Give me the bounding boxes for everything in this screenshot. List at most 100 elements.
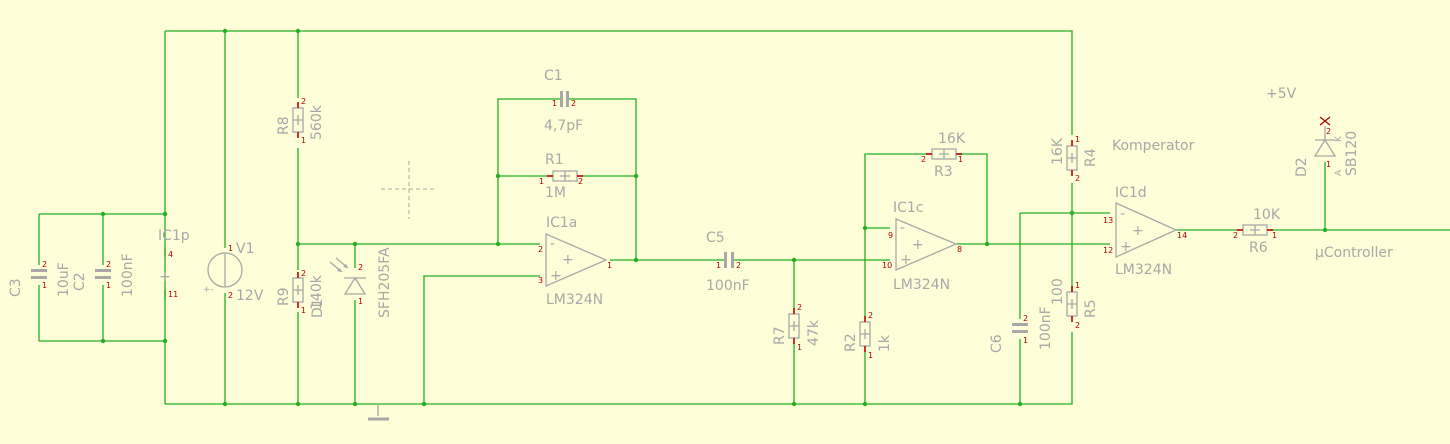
ic1d-name: IC1d <box>1115 185 1147 201</box>
wire-ic1a-plus <box>423 275 540 404</box>
ic1c-plus: + <box>900 252 912 268</box>
pin-number: 2 <box>42 260 47 269</box>
pin-number: 10 <box>882 261 892 270</box>
capacitor-c5[interactable]: 1 2 C5 100nF <box>706 230 750 294</box>
pin-number: 1 <box>1023 336 1028 345</box>
resistor-r5[interactable]: 1 2 100 R5 <box>1050 278 1099 330</box>
resistor-r8[interactable]: 2 1 R8 560k <box>276 97 325 145</box>
pin-number: 1 <box>106 281 111 290</box>
ic1a-plus: + <box>550 268 562 284</box>
pin-number: 1 <box>1075 281 1080 290</box>
c1-value: 4,7pF <box>544 118 583 134</box>
resistor-r2[interactable]: 2 1 R2 1k <box>843 311 893 360</box>
c2-name: C2 <box>72 272 88 291</box>
pin-number: 1 <box>1075 135 1080 144</box>
ic1a-center-plus: + <box>562 252 574 268</box>
v1-name: V1 <box>236 241 254 257</box>
resistor-r7[interactable]: 2 1 R7 47k <box>772 303 822 352</box>
r4-name: R4 <box>1083 148 1099 167</box>
c1-name: C1 <box>544 68 563 84</box>
wire-feedback-c1 <box>497 98 637 260</box>
r2-value: 1k <box>877 334 893 352</box>
r3-name: R3 <box>934 164 953 180</box>
pin-number: 2 <box>1233 231 1238 240</box>
pin-number: 1 <box>716 261 721 270</box>
pin-number: 13 <box>1103 216 1113 225</box>
diode-d2[interactable]: 2 1 D2 SB120 A K <box>1294 116 1360 177</box>
ic-ic1p[interactable]: IC1p + 4 11 <box>158 228 190 299</box>
c6-value: 100nF <box>1038 306 1054 350</box>
d2-part: SB120 <box>1344 131 1360 176</box>
pin-number: 2 <box>578 177 583 186</box>
ic1a-name: IC1a <box>546 215 577 231</box>
opamp-ic1c[interactable]: - + + 9 10 8 IC1c LM324N <box>882 200 962 293</box>
pin-number: 11 <box>168 290 178 299</box>
d2-name: D2 <box>1294 157 1310 177</box>
pin-number: 2 <box>1023 314 1028 323</box>
ic1c-name: IC1c <box>893 200 924 216</box>
pin-number: 1 <box>539 177 544 186</box>
resistor-r1[interactable]: 1 2 R1 1M <box>539 152 583 201</box>
pin-number: 14 <box>1177 231 1187 240</box>
d1-name: D1 <box>310 298 326 318</box>
pin-number: 3 <box>538 276 543 285</box>
voltage-source-v1[interactable]: V1 12V +- 1 2 <box>203 241 264 304</box>
pin-number: 1 <box>868 351 873 360</box>
d2-kathode-label: K <box>1334 135 1344 142</box>
pin-number: 1 <box>301 136 306 145</box>
pin-number: 1 <box>1272 231 1277 240</box>
r6-name: R6 <box>1249 240 1268 256</box>
c5-name: C5 <box>706 230 725 246</box>
resistor-r6[interactable]: 2 1 10K R6 <box>1233 207 1281 256</box>
capacitor-c3[interactable]: 2 1 C3 10uF <box>8 260 72 297</box>
pin-number: 2 <box>736 261 741 270</box>
r5-value: 100 <box>1050 278 1066 305</box>
pin-number: 2 <box>1075 174 1080 183</box>
pin-number: 2 <box>301 269 306 278</box>
pin-number: 1 <box>797 343 802 352</box>
d2-anode-label: A <box>1334 169 1344 176</box>
ic1d-minus: - <box>1120 206 1125 222</box>
v1-plus-minus: +- <box>203 285 214 295</box>
opamp-ic1a[interactable]: - + + 2 3 1 IC1a LM324N <box>538 215 612 308</box>
ic1c-part: LM324N <box>893 277 950 293</box>
ic1c-center-plus: + <box>912 237 924 253</box>
ic1d-plus: + <box>1120 239 1132 255</box>
pin-number: 9 <box>888 231 893 240</box>
origin-crosshair <box>381 161 437 219</box>
pin-number: 4 <box>168 250 173 259</box>
ic1p-plus: + <box>159 269 171 285</box>
pin-number: 1 <box>42 281 47 290</box>
ic1d-center-plus: + <box>1132 223 1144 239</box>
pin-number: 2 <box>228 291 233 300</box>
ground-symbol <box>368 404 389 421</box>
resistor-r3[interactable]: 2 1 16K R3 <box>921 131 966 180</box>
pin-number: 2 <box>571 99 576 108</box>
c2-value: 100nF <box>120 253 136 297</box>
c5-value: 100nF <box>706 278 750 294</box>
d1-part: SFH205FA <box>377 247 393 318</box>
capacitor-c1[interactable]: 1 2 C1 4,7pF <box>544 68 583 134</box>
r5-name: R5 <box>1083 299 1099 318</box>
resistor-r9[interactable]: 2 1 R9 140k <box>276 269 325 315</box>
ic1d-part: LM324N <box>1115 262 1172 278</box>
opamp-ic1d[interactable]: - + + 13 12 14 IC1d LM324N <box>1103 185 1187 278</box>
r7-name: R7 <box>772 326 788 345</box>
komperator-label: Komperator <box>1112 138 1195 154</box>
resistor-r4[interactable]: 1 2 16K R4 <box>1050 135 1099 183</box>
pin-number: 2 <box>921 155 926 164</box>
r8-name: R8 <box>276 116 292 135</box>
r9-value: 140k <box>309 274 325 310</box>
r1-value: 1M <box>545 185 566 201</box>
capacitor-c6[interactable]: 2 1 C6 100nF <box>989 306 1054 353</box>
r3-value: 16K <box>938 131 966 147</box>
c3-name: C3 <box>8 278 24 297</box>
r8-value: 560k <box>309 104 325 140</box>
photodiode-d1[interactable]: 2 1 D1 SFH205FA <box>310 247 393 318</box>
pin-number: 1 <box>958 155 963 164</box>
capacitor-c2[interactable]: 2 1 C2 100nF <box>72 253 136 297</box>
v1-value: 12V <box>236 288 264 304</box>
pin-number: 12 <box>1103 246 1113 255</box>
r7-value: 47k <box>806 319 822 346</box>
